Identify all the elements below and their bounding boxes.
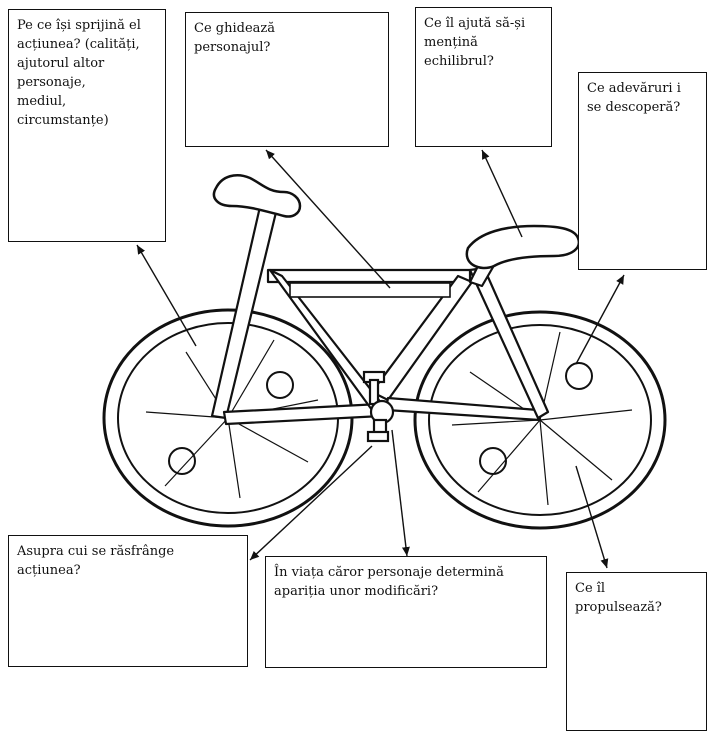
changes-question-box: În viața căror personaje determină apari… bbox=[265, 556, 547, 668]
support-question-box: Pe ce își sprijină el acțiunea? (calităț… bbox=[8, 9, 166, 242]
truths-question-box: Ce adevăruri i se descoperă? bbox=[578, 72, 707, 270]
guide-question-box: Ce ghidează personajul? bbox=[185, 12, 389, 147]
pedal-crank bbox=[362, 370, 395, 443]
handlebar bbox=[465, 224, 581, 270]
frame-label-plate bbox=[289, 282, 451, 298]
balance-question-box: Ce îl ajută să-și mențină echilibrul? bbox=[415, 7, 552, 147]
bicycle-frame bbox=[210, 196, 550, 426]
pointer-arrows bbox=[136, 149, 625, 569]
affects-question-box: Asupra cui se răsfrânge acțiunea? bbox=[8, 535, 248, 667]
front-wheel bbox=[413, 310, 667, 530]
propels-question-box: Ce îl propulsează? bbox=[566, 572, 707, 731]
saddle bbox=[212, 174, 302, 218]
